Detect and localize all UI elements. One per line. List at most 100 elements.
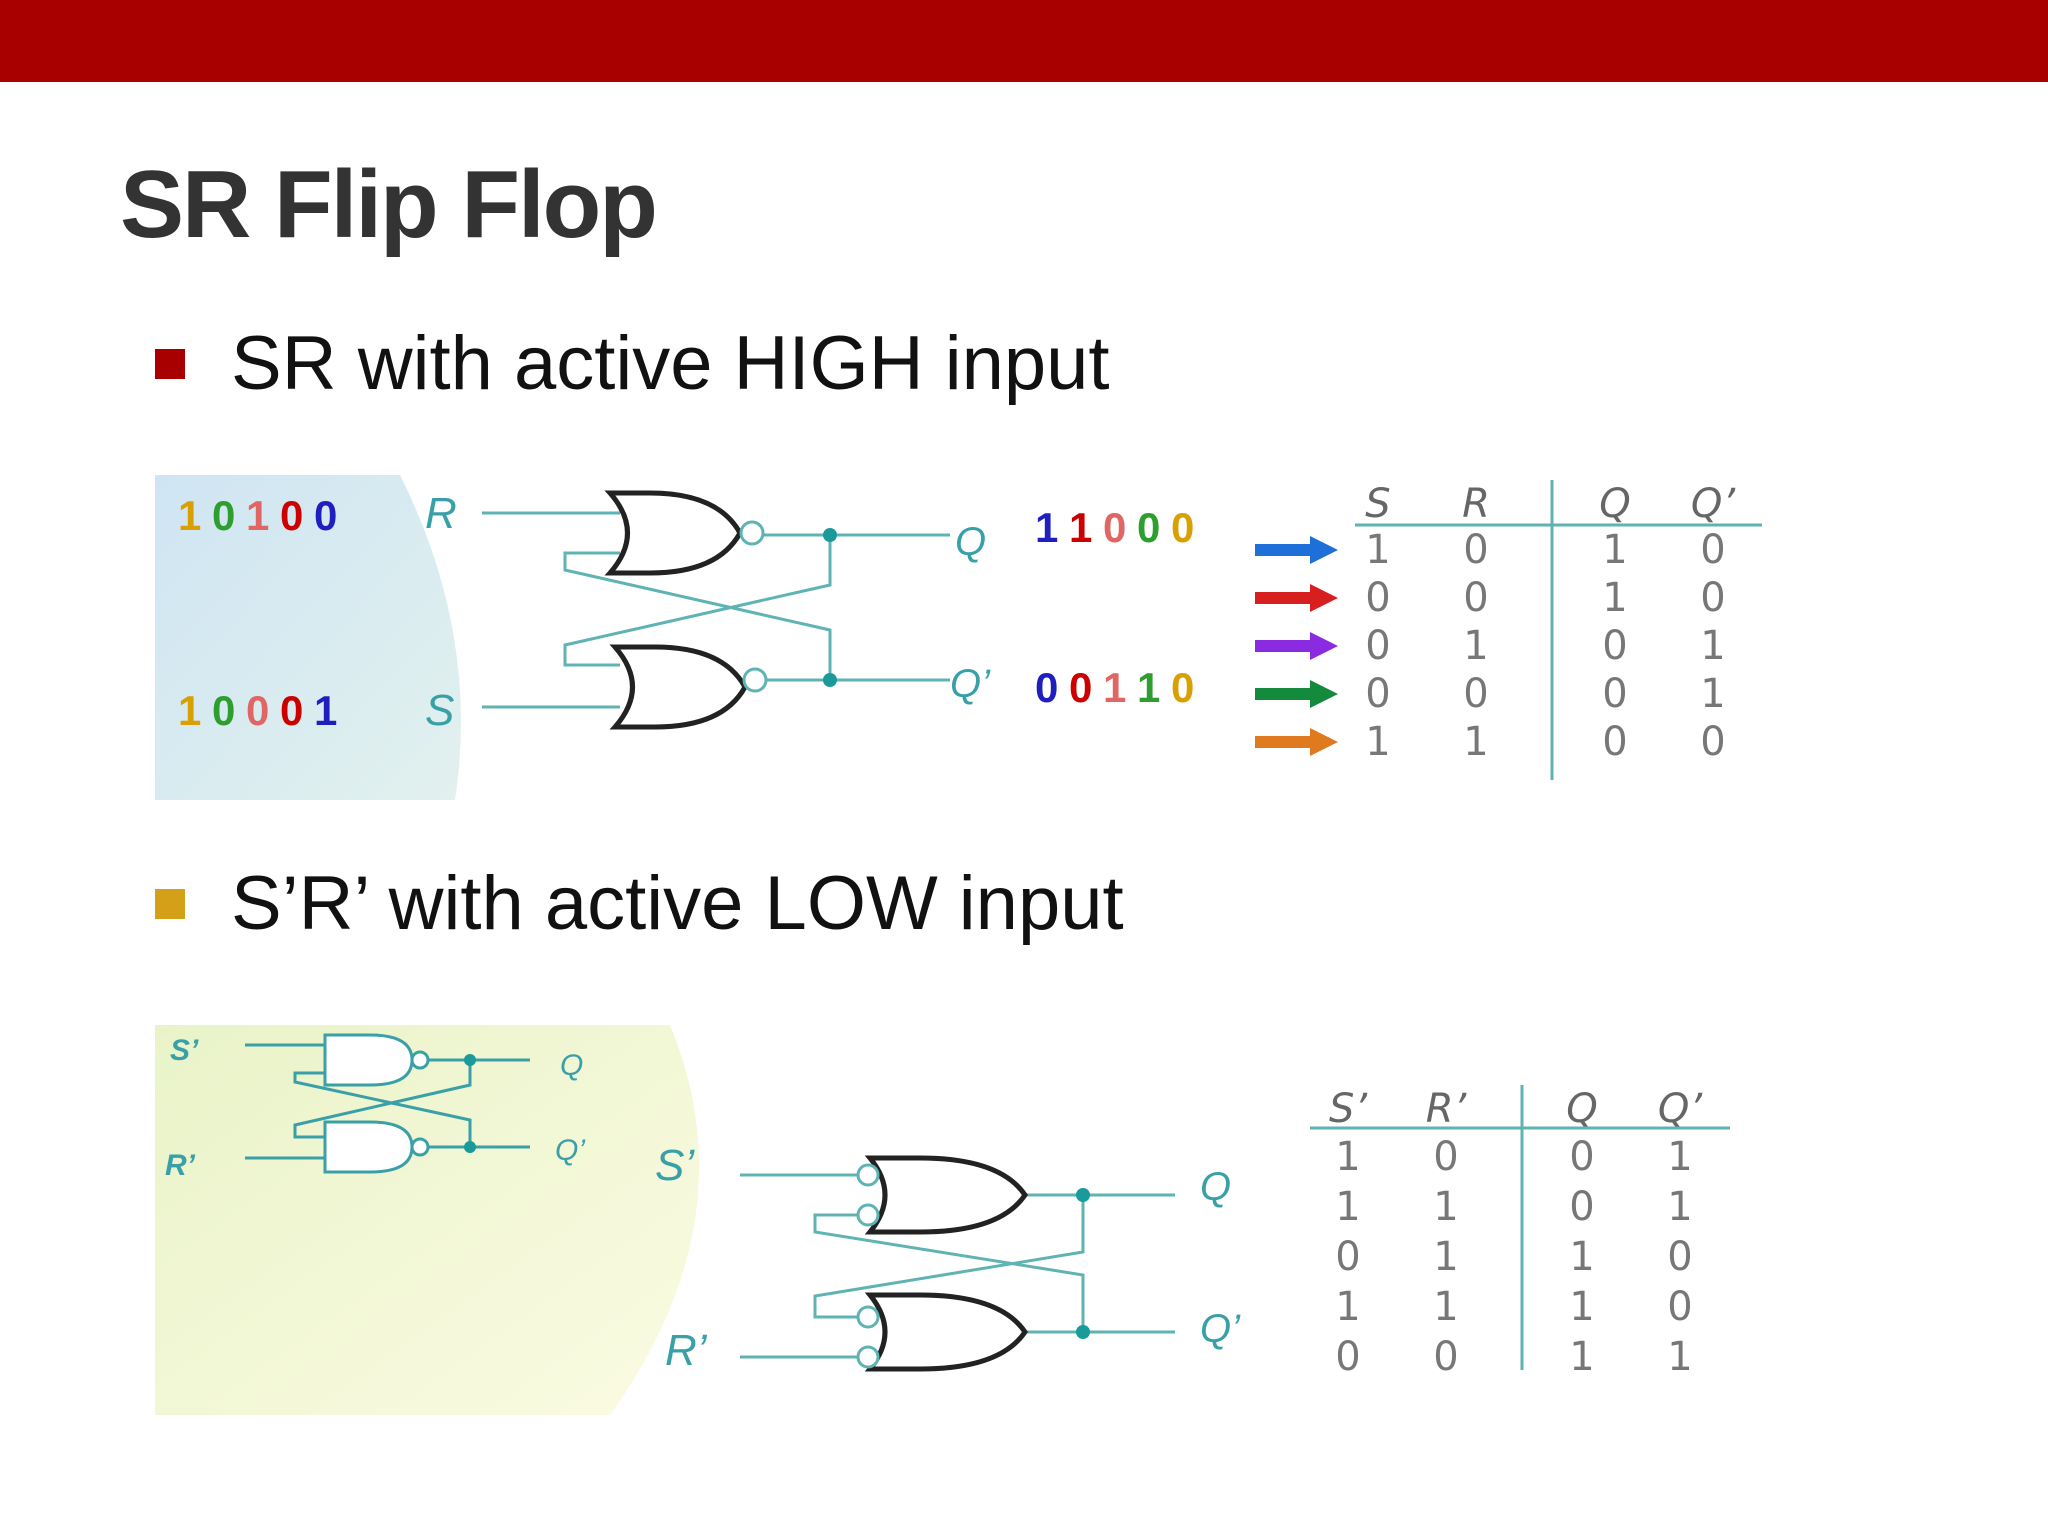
table-cell: 0 <box>1700 575 1725 621</box>
table-cell: 1 <box>1335 1184 1360 1230</box>
s-sequence-digit: 0 <box>246 687 269 734</box>
table-cell: 1 <box>1433 1284 1458 1330</box>
table-cell: 1 <box>1569 1234 1594 1280</box>
table-cell: 1 <box>1365 527 1390 573</box>
table-cell: 1 <box>1602 575 1627 621</box>
diagram1-wires <box>482 511 950 709</box>
table-header: R <box>1462 481 1490 527</box>
small-r-label: R’ <box>165 1149 196 1182</box>
bullet-text-active-high: SR with active HIGH input <box>231 321 1110 406</box>
table-cell: 0 <box>1335 1334 1360 1380</box>
slide-title: SR Flip Flop <box>120 151 658 258</box>
junction-dot <box>823 528 837 542</box>
diagram2-background <box>155 1025 700 1415</box>
table-header: Q’ <box>1658 1086 1703 1132</box>
r-sequence-digit: 0 <box>314 492 337 539</box>
table-cell: 1 <box>1667 1334 1692 1380</box>
r-sequence-digit: 0 <box>280 492 303 539</box>
bullet-square-icon <box>155 888 185 919</box>
r-sequence-digit: 1 <box>246 492 269 539</box>
table-header: Q’ <box>1691 481 1736 527</box>
table-cell: 1 <box>1667 1134 1692 1180</box>
large-r-label: R’ <box>665 1326 708 1375</box>
table-cell: 1 <box>1569 1334 1594 1380</box>
table-cell: 1 <box>1433 1234 1458 1280</box>
s-input-label: S <box>425 686 454 735</box>
s-sequence-digit: 0 <box>212 687 235 734</box>
table-cell: 1 <box>1335 1284 1360 1330</box>
table-cell: 1 <box>1700 623 1725 669</box>
table-cell: 0 <box>1365 623 1390 669</box>
junction-dot <box>823 673 837 687</box>
table-cell: 0 <box>1602 719 1627 765</box>
qn-sequence-digit: 1 <box>1137 664 1160 711</box>
s-sequence-digit: 1 <box>314 687 337 734</box>
table-cell: 0 <box>1569 1134 1594 1180</box>
bullet-square-icon <box>155 348 185 379</box>
table-cell: 0 <box>1433 1134 1458 1180</box>
nor-gate-bottom <box>609 644 768 730</box>
large-q-label: Q <box>1200 1165 1231 1209</box>
small-qn-label: Q’ <box>555 1134 586 1167</box>
bullet-text-active-low: S’R’ with active LOW input <box>231 861 1124 946</box>
table-header: R’ <box>1426 1086 1468 1132</box>
table-cell: 0 <box>1602 671 1627 717</box>
s-sequence-digit: 0 <box>280 687 303 734</box>
table-header: S <box>1365 481 1390 527</box>
q-sequence-digit: 1 <box>1069 504 1092 551</box>
s-sequence-digit: 1 <box>178 687 201 734</box>
small-nand-latch: S’ R’ Q Q’ <box>165 1033 586 1182</box>
table-cell: 0 <box>1602 623 1627 669</box>
q-sequence-digit: 0 <box>1137 504 1160 551</box>
table-cell: 1 <box>1700 671 1725 717</box>
large-qn-label: Q’ <box>1200 1307 1241 1351</box>
table-cell: 1 <box>1463 623 1488 669</box>
qn-sequence-digit: 0 <box>1069 664 1092 711</box>
table-cell: 0 <box>1365 671 1390 717</box>
q-sequence-digit: 1 <box>1035 504 1058 551</box>
q-sequence-digit: 0 <box>1171 504 1194 551</box>
state-arrows <box>1255 536 1338 756</box>
qn-sequence-digit: 0 <box>1035 664 1058 711</box>
small-q-label: Q <box>560 1049 583 1082</box>
table-cell: 0 <box>1569 1184 1594 1230</box>
bullet-active-low: S’R’ with active LOW input <box>155 860 1124 947</box>
top-accent-bar <box>0 0 2048 82</box>
table-cell: 0 <box>1433 1334 1458 1380</box>
table-header: Q <box>1566 1086 1597 1132</box>
q-output-label: Q <box>955 520 986 564</box>
table-cell: 1 <box>1463 719 1488 765</box>
nor-gate-top <box>604 490 765 576</box>
table-header: S’ <box>1329 1086 1368 1132</box>
table-cell: 1 <box>1667 1184 1692 1230</box>
sr-nand-latch-diagram: S’ R’ Q Q’ S’ R’ Q Q’ <box>155 1025 1730 1415</box>
table-cell: 0 <box>1700 719 1725 765</box>
bullet-active-high: SR with active HIGH input <box>155 320 1110 407</box>
small-s-label: S’ <box>170 1034 199 1067</box>
r-input-label: R <box>425 489 457 538</box>
large-s-label: S’ <box>655 1141 695 1190</box>
r-sequence-digit: 1 <box>178 492 201 539</box>
table-cell: 0 <box>1335 1234 1360 1280</box>
state-arrow-icon <box>1255 632 1338 660</box>
qn-output-label: Q’ <box>950 662 991 706</box>
state-arrow-icon <box>1255 536 1338 564</box>
qn-sequence-digit: 0 <box>1171 664 1194 711</box>
diagram1-background <box>155 475 461 800</box>
q-sequence-digit: 0 <box>1103 504 1126 551</box>
large-nand-latch: S’ R’ Q Q’ <box>655 1141 1241 1375</box>
table-cell: 1 <box>1569 1284 1594 1330</box>
table-cell: 0 <box>1667 1234 1692 1280</box>
table-cell: 1 <box>1433 1184 1458 1230</box>
table-cell: 0 <box>1365 575 1390 621</box>
state-arrow-icon <box>1255 680 1338 708</box>
table-cell: 0 <box>1667 1284 1692 1330</box>
table-cell: 0 <box>1463 575 1488 621</box>
r-sequence-digit: 0 <box>212 492 235 539</box>
table-cell: 1 <box>1602 527 1627 573</box>
